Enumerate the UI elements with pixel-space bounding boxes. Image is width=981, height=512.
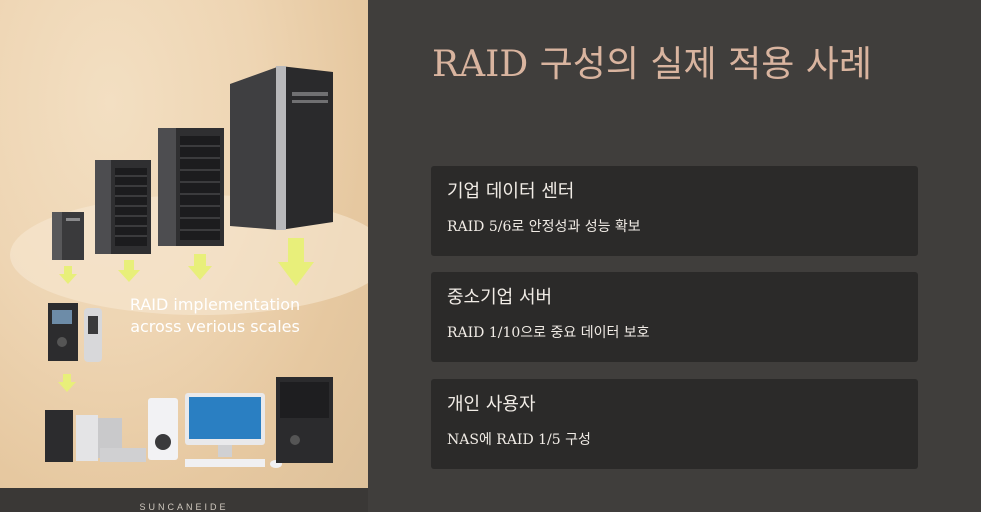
small-pc-icon bbox=[48, 303, 102, 362]
server-scale-illustration bbox=[10, 66, 368, 468]
desktop-devices-icon bbox=[45, 377, 333, 468]
footer-bar: SUNCANEIDE bbox=[0, 488, 368, 512]
card-title: 기업 데이터 센터 bbox=[447, 181, 575, 202]
card-description: NAS에 RAID 1/5 구성 bbox=[447, 432, 591, 448]
case-card-personal: 개인 사용자 NAS에 RAID 1/5 구성 bbox=[431, 379, 918, 469]
illustration-panel: RAID implementation across verious scale… bbox=[0, 0, 368, 512]
card-description: RAID 1/10으로 중요 데이터 보호 bbox=[447, 325, 650, 341]
card-title: 개인 사용자 bbox=[447, 394, 536, 415]
small-server-icon bbox=[52, 212, 84, 260]
illustration-caption: RAID implementation across verious scale… bbox=[129, 295, 301, 336]
case-card-smb: 중소기업 서버 RAID 1/10으로 중요 데이터 보호 bbox=[431, 272, 918, 362]
down-arrow-icons bbox=[58, 238, 314, 392]
rack-server-large-icon bbox=[158, 128, 224, 246]
datacenter-tower-icon bbox=[230, 66, 333, 230]
footer-logo-text: SUNCANEIDE bbox=[139, 502, 229, 512]
card-description: RAID 5/6로 안정성과 성능 확보 bbox=[447, 219, 641, 235]
case-card-enterprise: 기업 데이터 센터 RAID 5/6로 안정성과 성능 확보 bbox=[431, 166, 918, 256]
rack-server-icon bbox=[95, 160, 151, 254]
card-title: 중소기업 서버 bbox=[447, 287, 553, 308]
slide-title: RAID 구성의 실제 적용 사례 bbox=[432, 44, 873, 85]
